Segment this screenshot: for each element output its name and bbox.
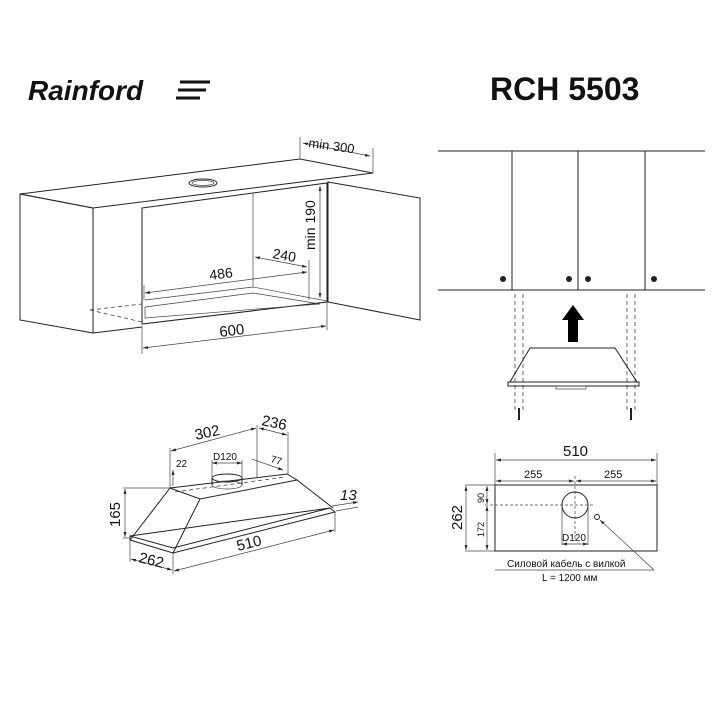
svg-text:486: 486 xyxy=(208,264,233,283)
svg-text:262: 262 xyxy=(137,549,165,572)
brand-logo: Rainford xyxy=(28,75,210,106)
svg-text:510: 510 xyxy=(563,443,588,460)
plan-view: 510 255 255 D120 262 90 172 Силовой кабе… xyxy=(449,443,658,584)
svg-text:262: 262 xyxy=(449,505,466,530)
front-installation-view xyxy=(438,150,705,420)
svg-text:min 190: min 190 xyxy=(302,200,318,250)
svg-text:90: 90 xyxy=(476,493,486,503)
svg-text:D120: D120 xyxy=(562,533,586,544)
svg-text:22: 22 xyxy=(176,459,188,470)
door-knob xyxy=(651,276,657,282)
door-knob xyxy=(566,276,572,282)
svg-text:13: 13 xyxy=(340,487,357,504)
svg-text:255: 255 xyxy=(604,469,622,481)
svg-text:min 300: min 300 xyxy=(308,135,356,156)
cable-label: Силовой кабель с вилкой xyxy=(507,558,625,570)
arrow-up-icon xyxy=(562,305,584,342)
door-knob xyxy=(585,276,591,282)
svg-text:510: 510 xyxy=(235,532,263,555)
svg-text:77: 77 xyxy=(269,454,283,468)
svg-text:236: 236 xyxy=(260,412,288,434)
svg-text:600: 600 xyxy=(218,321,245,341)
cable-outlet xyxy=(594,514,600,520)
cabinet-perspective-view: min 300 min 190 240 486 600 xyxy=(19,135,421,354)
svg-text:240: 240 xyxy=(271,245,297,265)
model-number: RCH 5503 xyxy=(490,71,639,107)
hood-perspective-view: 302 236 D120 22 77 165 13 510 262 xyxy=(107,412,359,574)
svg-text:D120: D120 xyxy=(213,452,237,463)
svg-text:172: 172 xyxy=(476,522,486,537)
svg-text:165: 165 xyxy=(107,502,124,527)
svg-text:Rainford: Rainford xyxy=(28,75,144,106)
svg-text:302: 302 xyxy=(193,422,221,444)
duct-opening xyxy=(188,178,218,188)
svg-text:255: 255 xyxy=(524,469,542,481)
door-knob xyxy=(500,276,506,282)
logo-speed-lines-icon xyxy=(176,80,210,100)
cable-length: L = 1200 мм xyxy=(542,573,597,584)
